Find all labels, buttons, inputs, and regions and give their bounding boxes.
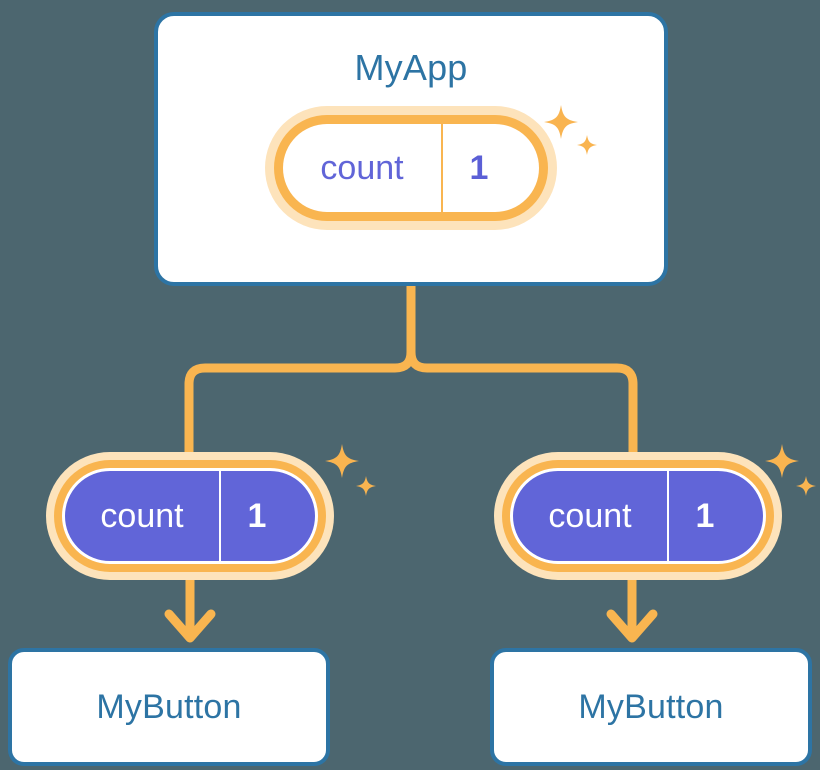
component-card-mybutton-right[interactable]: MyButton — [490, 648, 812, 766]
card-label: MyButton — [96, 688, 242, 726]
arrow-down-left — [164, 573, 216, 643]
signal-value-label: 1 — [469, 149, 489, 187]
signal-key-label: count — [100, 497, 184, 535]
arrow-down-right — [606, 573, 658, 643]
signal-divider — [667, 471, 669, 561]
signal-key-label: count — [548, 497, 632, 535]
component-card-mybutton-left[interactable]: MyButton — [8, 648, 330, 766]
card-label: MyButton — [578, 688, 724, 726]
signal-pill-body: count 1 — [62, 468, 318, 564]
signal-divider — [441, 124, 443, 212]
signal-pill-root[interactable]: count 1 — [265, 106, 557, 230]
signal-key-label: count — [320, 149, 404, 187]
signal-value-label: 1 — [247, 497, 267, 535]
signal-pill-body: count 1 — [510, 468, 766, 564]
signal-divider — [219, 471, 221, 561]
page-title: MyApp — [354, 47, 468, 88]
signal-pill-body: count 1 — [283, 124, 539, 212]
signal-pill-child-1[interactable]: count 1 — [46, 452, 334, 580]
connector-tree-path — [406, 281, 638, 460]
signal-pill-child-2[interactable]: count 1 — [494, 452, 782, 580]
connector-tree-path-left — [184, 281, 416, 460]
signal-value-label: 1 — [695, 497, 715, 535]
